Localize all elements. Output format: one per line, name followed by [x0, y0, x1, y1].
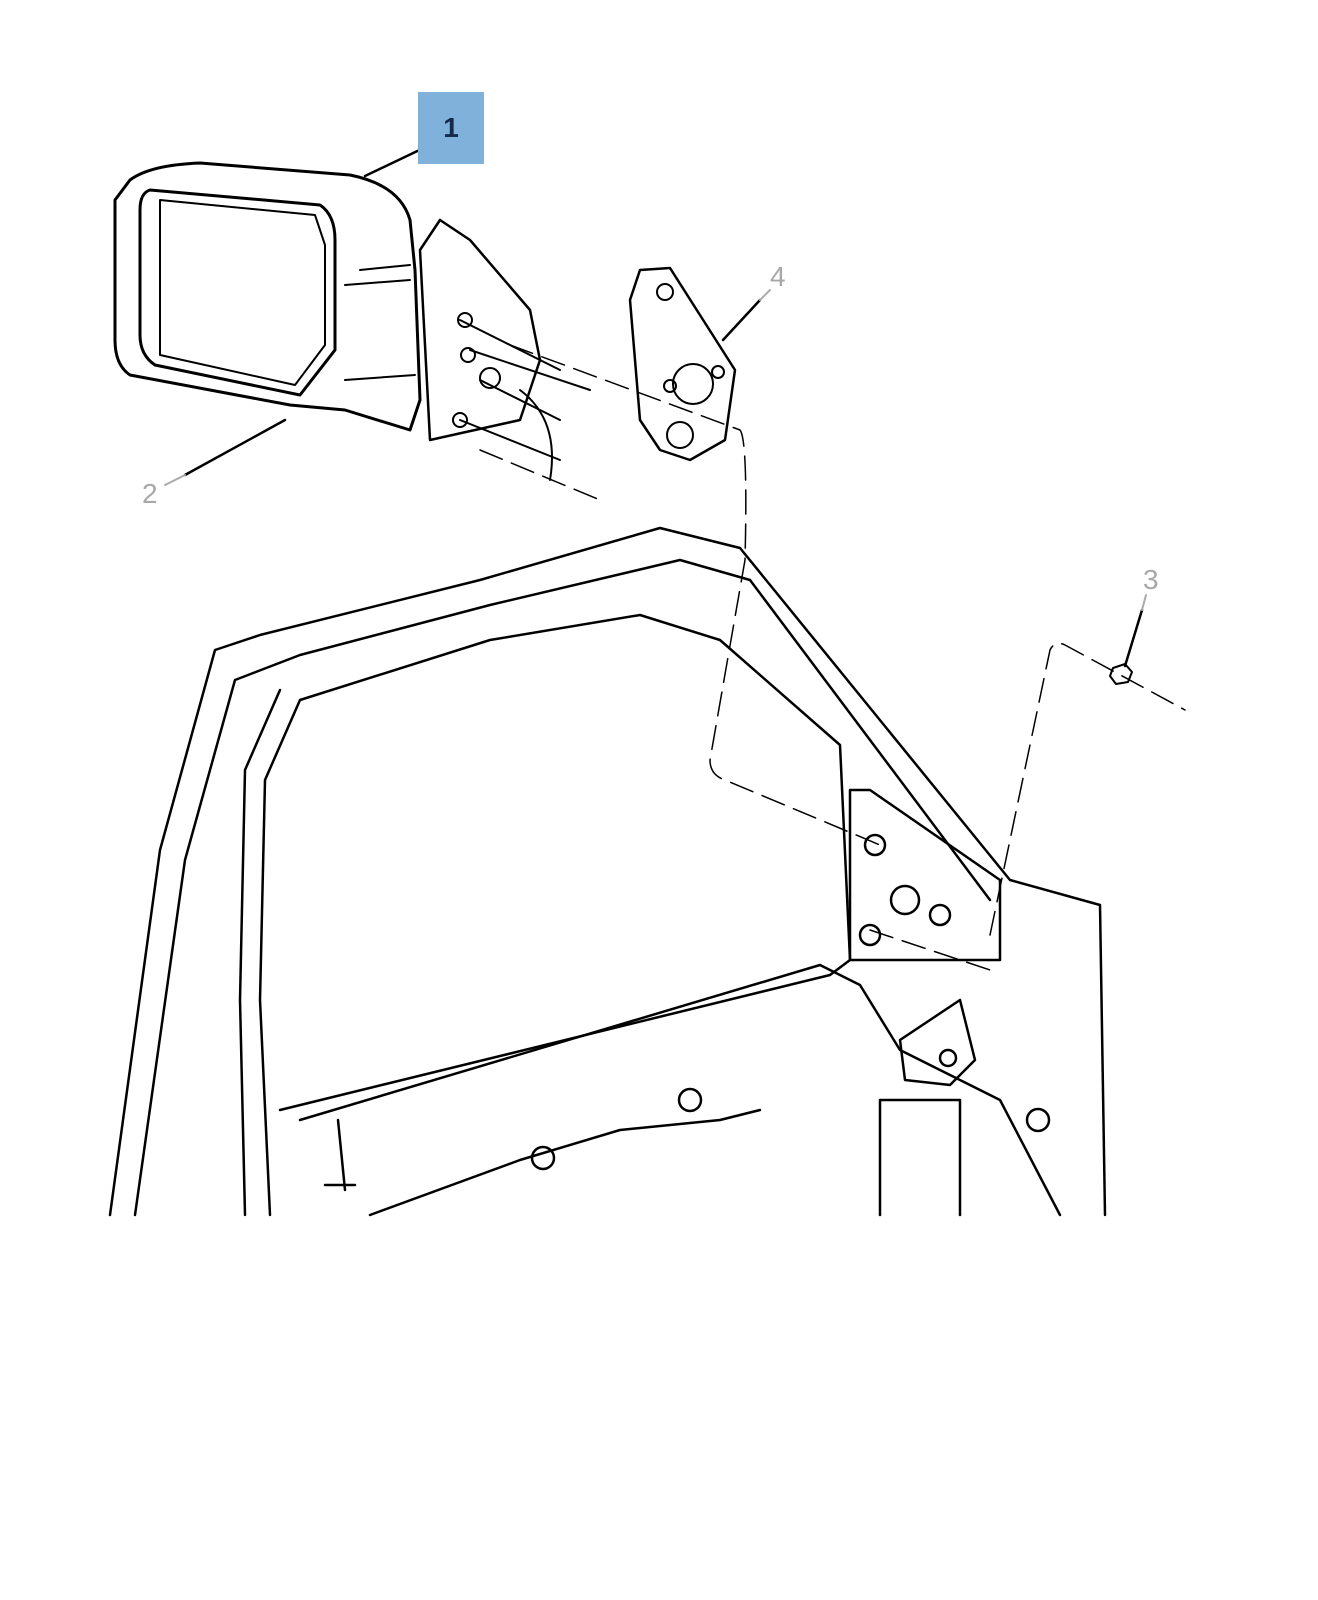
callout-3[interactable]: 3 [1143, 564, 1159, 595]
callout-1-label: 1 [443, 112, 459, 143]
nut [1109, 663, 1133, 685]
callout-1[interactable]: 1 [418, 92, 484, 164]
door-frame [108, 526, 1107, 1217]
assembly-guide-lines [479, 344, 1186, 971]
callout-2[interactable]: 2 [142, 478, 158, 509]
leader-lines [164, 143, 1147, 668]
mirror-assembly [113, 161, 591, 481]
mirror-bracket [628, 266, 737, 462]
callout-4[interactable]: 4 [770, 261, 786, 292]
